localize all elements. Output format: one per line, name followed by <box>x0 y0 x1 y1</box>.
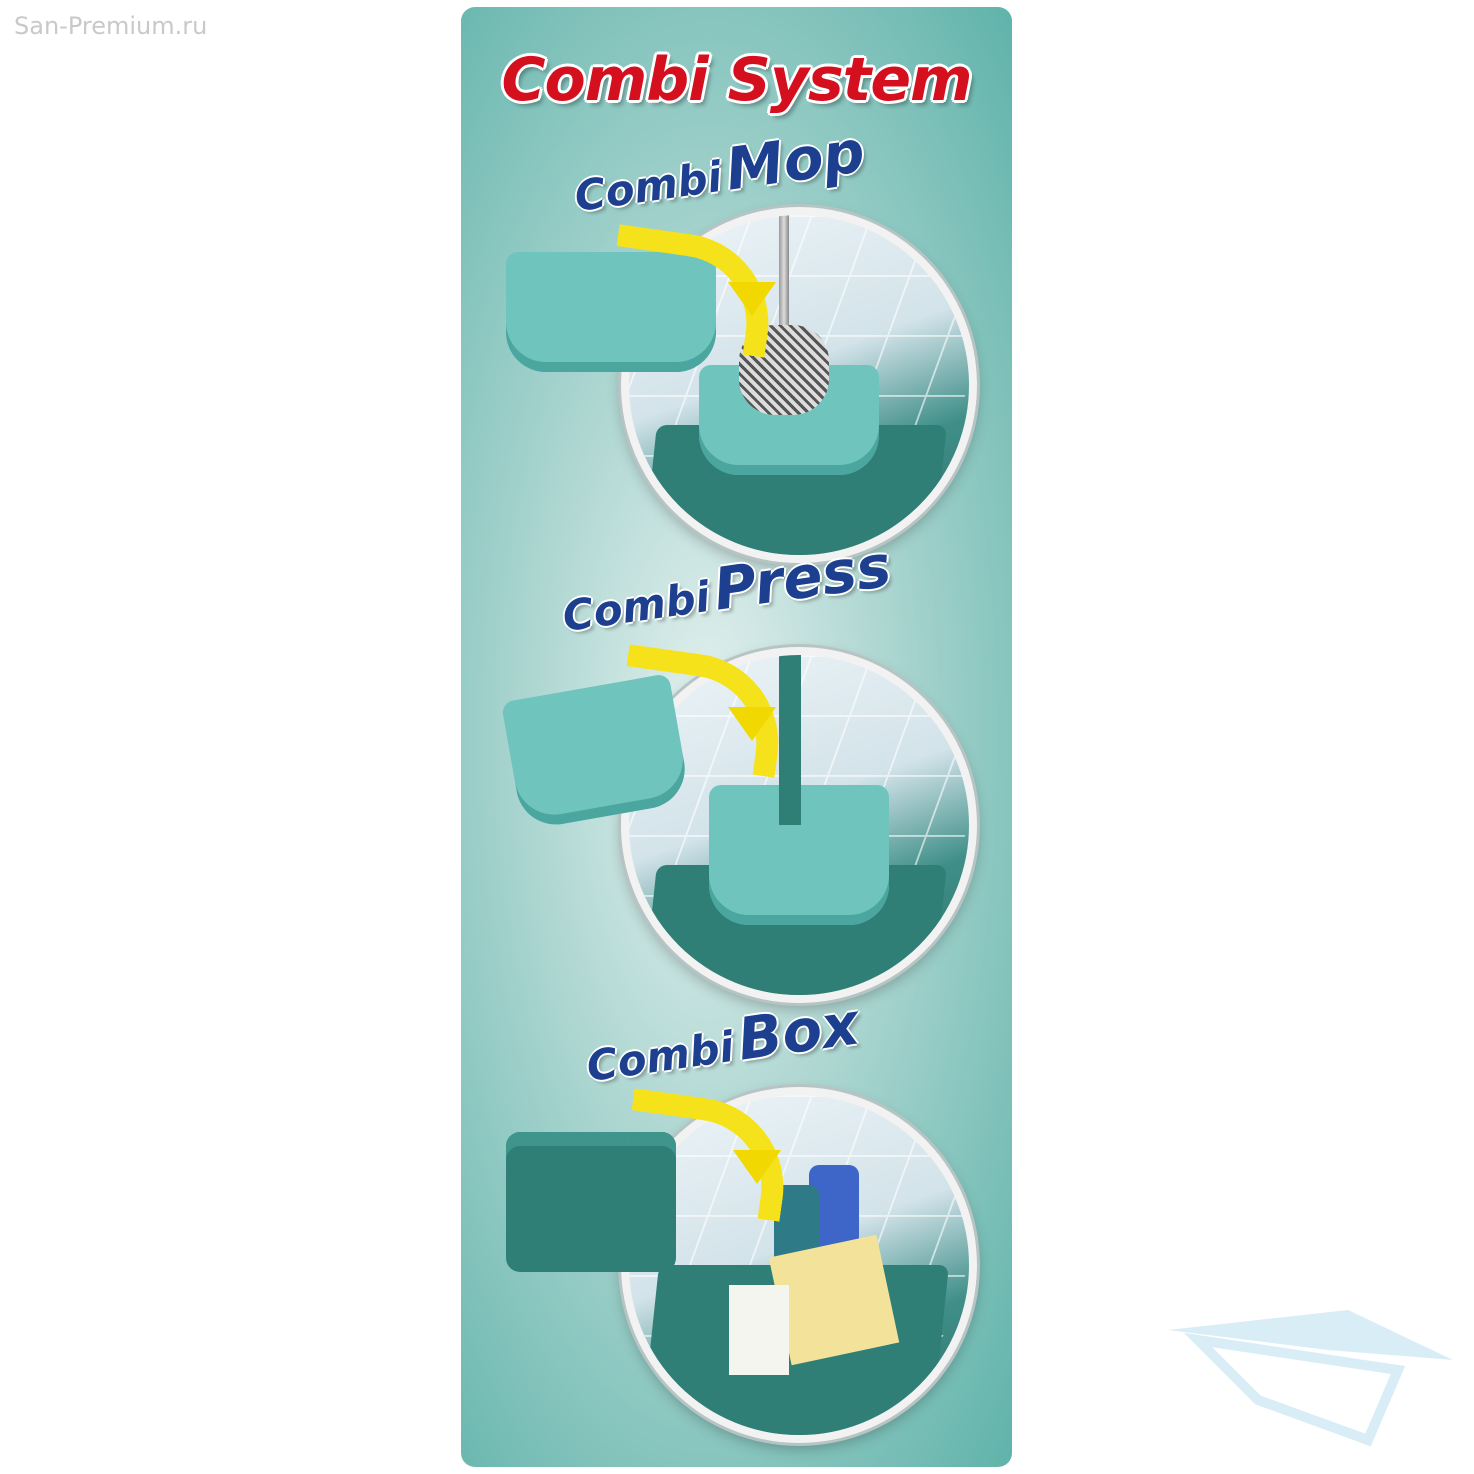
arrowhead-icon <box>728 282 776 316</box>
box-illustration <box>621 1087 977 1443</box>
section-prefix: Combi <box>559 571 713 642</box>
wringer-insert-image <box>506 252 716 372</box>
section-prefix: Combi <box>583 1021 737 1092</box>
press-illustration <box>621 647 977 1003</box>
bathtub-logo-icon <box>1168 1310 1453 1447</box>
mop-illustration <box>621 207 977 563</box>
caddy-box-image <box>506 1132 676 1272</box>
section-name: Mop <box>721 116 869 204</box>
product-panel: Combi System Combi Mop Combi Press Combi… <box>461 7 1012 1467</box>
arrowhead-icon <box>728 707 776 741</box>
section-title-box: Combi Box <box>582 989 864 1095</box>
arrowhead-icon <box>733 1150 781 1184</box>
section-name: Box <box>733 989 864 1074</box>
watermark-text: San-Premium.ru <box>14 12 208 40</box>
section-prefix: Combi <box>571 151 725 222</box>
panel-title: Combi System <box>501 45 972 115</box>
